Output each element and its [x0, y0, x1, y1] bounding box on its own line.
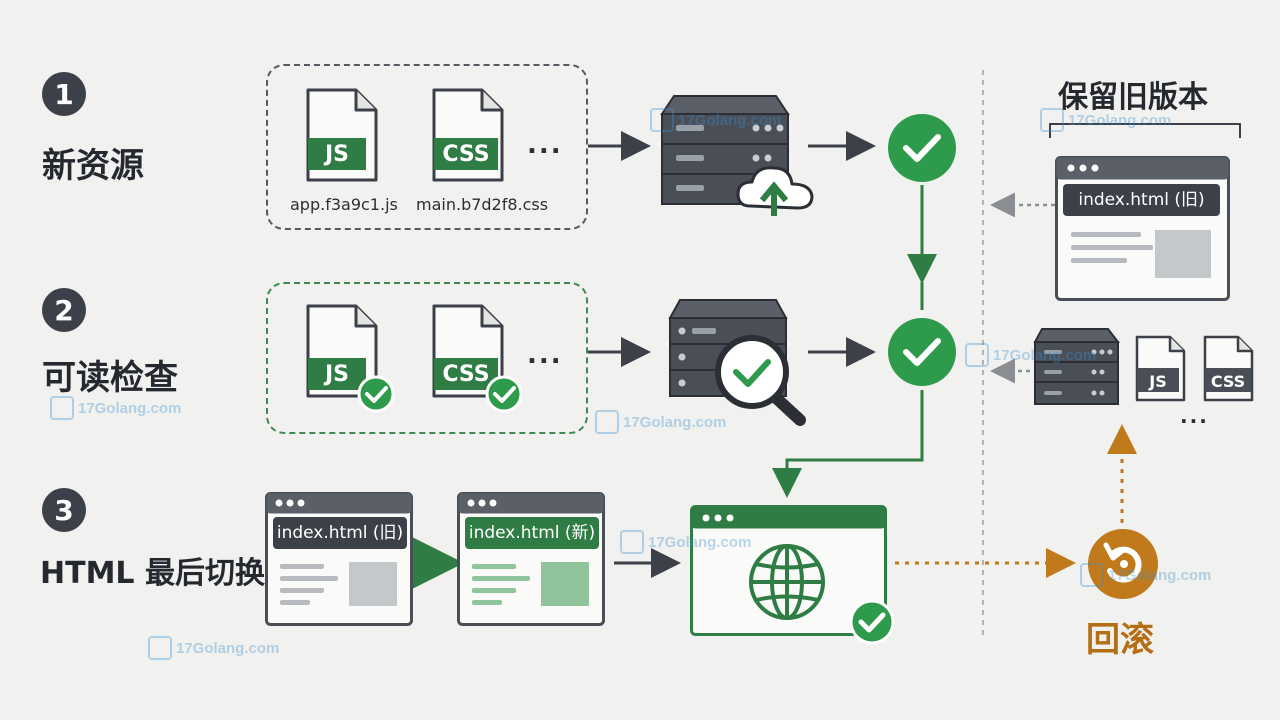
arrow-check2-to-browser — [772, 390, 924, 498]
watermark: 17Golang.com — [965, 343, 1096, 367]
readability-check-box — [266, 282, 588, 434]
css-file-label: CSS — [442, 142, 490, 167]
watermark: 17Golang.com — [50, 396, 181, 420]
watermark: 17Golang.com — [620, 530, 751, 554]
kept-old-index-label: index.html (旧) — [1063, 184, 1220, 216]
new-index-window — [457, 492, 605, 626]
step-3-number: 3 — [42, 488, 86, 532]
old-index-label: index.html (旧) — [273, 517, 407, 549]
watermark: 17Golang.com — [650, 108, 781, 132]
watermark: 17Golang.com — [148, 636, 279, 660]
kept-css-file-icon — [1203, 335, 1254, 402]
js-file-icon — [306, 88, 378, 182]
title-bracket — [1049, 123, 1241, 138]
kept-css-label: CSS — [1210, 372, 1246, 391]
js-filename: app.f3a9c1.js — [290, 195, 398, 214]
watermark: 17Golang.com — [595, 410, 726, 434]
watermark: 17Golang.com — [1080, 563, 1211, 587]
css-verified-label: CSS — [442, 362, 490, 387]
kept-more-files: ... — [1180, 404, 1209, 428]
step-3-title: HTML 最后切换 — [40, 556, 265, 591]
css-file-verified-icon — [432, 304, 522, 413]
check-circle-2-icon — [888, 318, 956, 386]
kept-js-label: JS — [1149, 372, 1167, 391]
new-assets-box — [266, 64, 588, 230]
globe-icon — [749, 544, 825, 620]
step-1-title: 新资源 — [42, 146, 144, 186]
more-files-verified-indicator: ... — [527, 340, 563, 370]
js-file-label: JS — [324, 142, 350, 167]
more-files-indicator: ... — [527, 130, 563, 160]
css-file-icon — [432, 88, 504, 182]
kept-old-index-window — [1055, 156, 1230, 301]
js-verified-label: JS — [324, 362, 350, 387]
server-upload-icon — [660, 95, 814, 216]
step-1-number: 1 — [42, 72, 86, 116]
keep-old-version-title: 保留旧版本 — [1058, 80, 1208, 115]
live-browser-window — [690, 505, 895, 645]
check-circle-1-icon — [888, 114, 956, 182]
step-2-title: 可读检查 — [42, 358, 178, 398]
kept-server-icon — [1033, 328, 1121, 405]
server-inspect-icon — [668, 299, 806, 426]
css-filename: main.b7d2f8.css — [416, 195, 549, 214]
step-2-number: 2 — [42, 288, 86, 332]
rollback-icon[interactable] — [1086, 527, 1160, 601]
rollback-label: 回滚 — [1086, 620, 1154, 660]
new-index-label: index.html (新) — [465, 517, 599, 549]
old-index-window — [265, 492, 413, 626]
kept-js-file-icon — [1135, 335, 1186, 402]
js-file-verified-icon — [306, 304, 395, 413]
watermark: 17Golang.com — [1040, 108, 1171, 132]
